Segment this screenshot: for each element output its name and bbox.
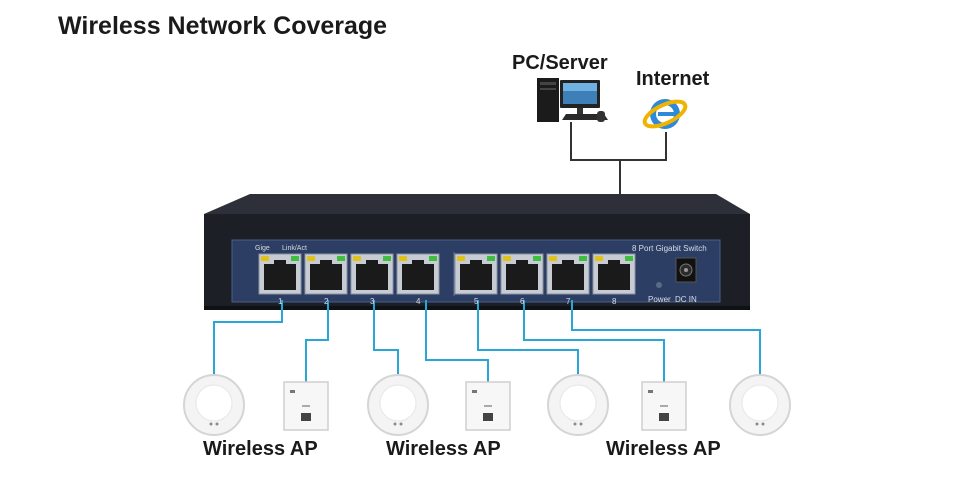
ap-cable-6 <box>523 300 665 382</box>
pc-server-icon <box>537 78 608 122</box>
port-number-4: 4 <box>416 297 421 306</box>
internet-label: Internet <box>636 68 710 90</box>
gige-led <box>261 256 269 261</box>
gige-led <box>549 256 557 261</box>
link-led <box>533 256 541 261</box>
wireless-ap-label-2: Wireless AP <box>386 438 501 460</box>
link-led <box>291 256 299 261</box>
pc-server-label: PC/Server <box>512 52 608 74</box>
gige-led <box>353 256 361 261</box>
ethernet-port-1 <box>258 253 302 295</box>
ethernet-port-6 <box>500 253 544 295</box>
uplink-pc-internet-cable <box>570 122 667 161</box>
link-led <box>429 256 437 261</box>
gige-led <box>307 256 315 261</box>
ethernet-port-7 <box>546 253 590 295</box>
ap-cable-5 <box>477 300 579 382</box>
internet-icon <box>642 99 688 129</box>
port-number-5: 5 <box>474 297 479 306</box>
wall-ap-icon-4 <box>465 381 511 431</box>
port-number-6: 6 <box>520 297 525 306</box>
link-led <box>579 256 587 261</box>
ceiling-ap-icon-7 <box>729 374 791 436</box>
ceiling-ap-icon-5 <box>547 374 609 436</box>
link-led <box>487 256 495 261</box>
ethernet-port-2 <box>304 253 348 295</box>
port-number-3: 3 <box>370 297 375 306</box>
ethernet-port-3 <box>350 253 394 295</box>
port-number-7: 7 <box>566 297 571 306</box>
switch-model-label: 8 Port Gigabit Switch <box>632 244 707 253</box>
wall-ap-icon-2 <box>283 381 329 431</box>
power-led <box>656 282 662 288</box>
gige-label: Gige <box>255 245 270 252</box>
ap-cable-2 <box>305 300 329 382</box>
link-led <box>337 256 345 261</box>
wall-ap-icon-6 <box>641 381 687 431</box>
link-act-label: Link/Act <box>282 245 307 252</box>
ap-cable-4 <box>425 300 489 382</box>
ethernet-port-5 <box>454 253 498 295</box>
gige-led <box>399 256 407 261</box>
ap-cable-1 <box>213 300 283 382</box>
gige-led <box>457 256 465 261</box>
dc-in-jack <box>675 257 697 283</box>
power-label: Power <box>648 295 671 304</box>
gige-led <box>503 256 511 261</box>
wireless-ap-label-3: Wireless AP <box>606 438 721 460</box>
switch-ports <box>258 253 636 295</box>
port-number-2: 2 <box>324 297 329 306</box>
diagram-title: Wireless Network Coverage <box>58 12 388 40</box>
ethernet-port-4 <box>396 253 440 295</box>
link-led <box>625 256 633 261</box>
port-number-1: 1 <box>278 297 283 306</box>
ceiling-ap-icon-1 <box>183 374 245 436</box>
link-led <box>383 256 391 261</box>
ap-cable-3 <box>373 300 399 382</box>
wireless-ap-label-1: Wireless AP <box>203 438 318 460</box>
gige-led <box>595 256 603 261</box>
ap-cables <box>213 300 761 382</box>
ethernet-port-8 <box>592 253 636 295</box>
wireless-aps <box>183 374 791 436</box>
port-number-8: 8 <box>612 297 617 306</box>
ap-cable-7 <box>571 300 761 382</box>
dc-in-label: DC IN <box>675 295 697 304</box>
ceiling-ap-icon-3 <box>367 374 429 436</box>
